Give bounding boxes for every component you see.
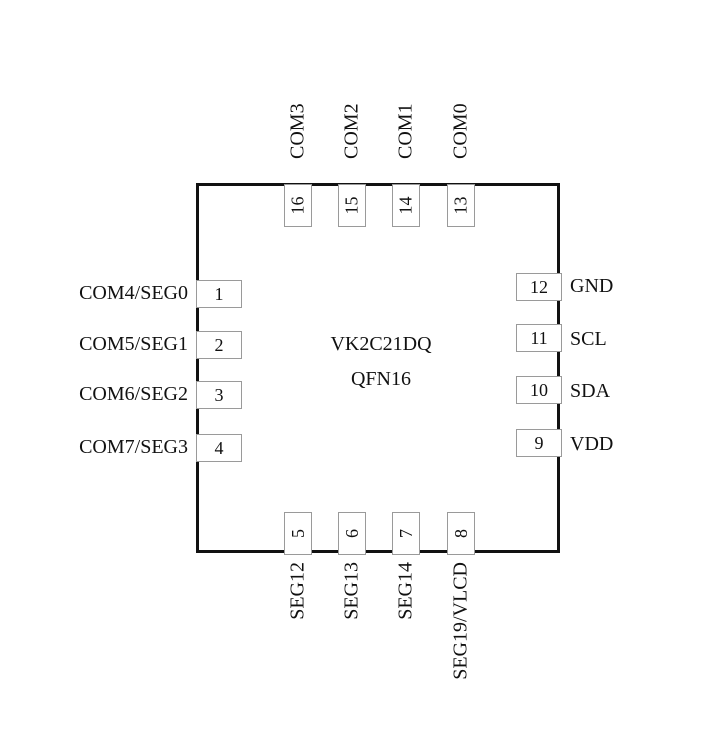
pin-9-box: 9 [516,429,562,457]
pin-1-number: 1 [214,283,224,304]
pin-4-label: COM7/SEG3 [79,436,188,458]
pin-16-box: 16 [284,184,312,227]
chip-package: QFN16 [350,368,411,390]
pin-1-label: COM4/SEG0 [79,282,188,304]
pin-6-label: SEG13 [340,562,363,620]
pin-11-label: SCL [570,328,607,350]
pin-5-number: 5 [287,529,308,538]
pin-15-box: 15 [338,184,366,227]
pin-11-box: 11 [516,324,562,352]
pin-9-label: VDD [570,433,614,455]
pin-7-label-wrap: SEG14 [392,562,420,702]
pin-8-number: 8 [450,529,471,538]
pin-9-number: 9 [534,432,544,453]
pin-10-number: 10 [530,379,548,400]
chip-name: VK2C21DQ [330,333,432,355]
pin-14-number: 14 [395,196,416,215]
pin-1-box: 1 [196,280,242,308]
pin-13-box: 13 [447,184,475,227]
pin-2-box: 2 [196,331,242,359]
pin-6-number: 6 [341,529,362,538]
pin-7-number: 7 [395,529,416,538]
pin-3-label: COM6/SEG2 [79,383,188,405]
pin-16-label-wrap: COM3 [284,62,312,182]
pin-8-box: 8 [447,512,475,555]
pin-3-box: 3 [196,381,242,409]
pin-16-number: 16 [287,196,308,215]
pin-8-label-wrap: SEG19/VLCD [447,562,475,702]
chip-package-outline [196,183,560,553]
pin-12-number: 12 [530,276,548,297]
pin-7-label: SEG14 [394,562,417,620]
pin-15-label: COM2 [340,103,363,159]
pin-3-number: 3 [214,384,224,405]
pin-4-box: 4 [196,434,242,462]
pin-2-label: COM5/SEG1 [79,333,188,355]
pin-6-label-wrap: SEG13 [338,562,366,702]
pin-10-label: SDA [570,380,611,402]
pin-13-label-wrap: COM0 [447,62,475,182]
pin-5-box: 5 [284,512,312,555]
pin-4-number: 4 [214,437,224,458]
pin-5-label-wrap: SEG12 [284,562,312,702]
pin-14-label-wrap: COM1 [392,62,420,182]
pin-5-label: SEG12 [286,562,309,620]
pin-12-box: 12 [516,273,562,301]
pin-8-label: SEG19/VLCD [449,562,472,680]
pin-7-box: 7 [392,512,420,555]
pin-14-label: COM1 [394,103,417,159]
pin-10-box: 10 [516,376,562,404]
pin-6-box: 6 [338,512,366,555]
pin-15-label-wrap: COM2 [338,62,366,182]
pin-16-label: COM3 [286,103,309,159]
pin-14-box: 14 [392,184,420,227]
pin-15-number: 15 [341,196,362,215]
pin-12-label: GND [570,275,614,297]
pin-13-number: 13 [450,196,471,215]
pin-2-number: 2 [214,334,224,355]
pin-13-label: COM0 [449,103,472,159]
pin-11-number: 11 [530,327,548,348]
